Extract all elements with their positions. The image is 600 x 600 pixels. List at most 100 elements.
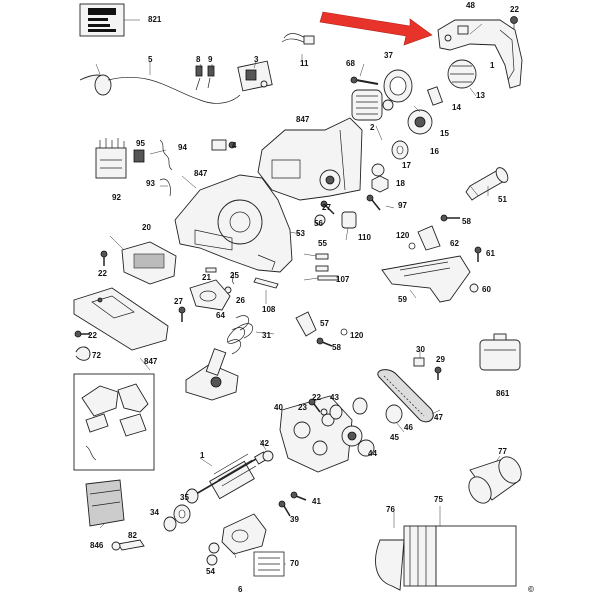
rod-icon [317, 275, 339, 281]
part-number-label: 55 [318, 239, 327, 248]
part-number-label: 20 [142, 223, 151, 232]
shoe-plate-icon [189, 279, 231, 311]
screw-icon [440, 214, 460, 222]
part-number-label: 120 [350, 331, 364, 340]
brush-set-icon [253, 551, 285, 577]
part-number-label: 75 [434, 495, 443, 504]
part-number-label: 58 [332, 343, 341, 352]
bearing-icon [185, 488, 199, 504]
part-number-label: 54 [206, 567, 215, 576]
part-number-label: 17 [402, 161, 411, 170]
part-number-label: 847 [194, 169, 208, 178]
part-number-label: 51 [498, 195, 507, 204]
gear-icon [357, 439, 375, 457]
part-number-label: 861 [496, 389, 510, 398]
washer-icon [208, 542, 220, 554]
handle-icon [437, 19, 523, 89]
part-number-label: 68 [346, 59, 355, 68]
screw-icon [434, 366, 442, 380]
part-number-label: 44 [368, 449, 377, 458]
part-number-label: 94 [178, 143, 187, 152]
bearing-icon [262, 450, 274, 462]
cable-clip-icon [281, 33, 315, 45]
part-number-label: 82 [128, 531, 137, 540]
clip-icon [75, 346, 91, 361]
screw-icon [100, 250, 108, 266]
part-number-label: 43 [330, 393, 339, 402]
part-number-label: 72 [92, 351, 101, 360]
part-number-label: 27 [174, 297, 183, 306]
spring-icon [159, 139, 173, 171]
part-number-label: 62 [450, 239, 459, 248]
wrench-icon [111, 539, 145, 551]
part-number-label: 29 [436, 355, 445, 364]
part-number-label: 61 [486, 249, 495, 258]
part-number-label: 15 [440, 129, 449, 138]
part-number-label: 47 [434, 413, 443, 422]
part-number-label: 847 [144, 357, 158, 366]
part-number-label: 27 [322, 203, 331, 212]
washer-icon [206, 554, 218, 566]
spring-icon [231, 271, 235, 285]
dust-nozzle-icon [465, 167, 509, 201]
part-number-label: 16 [430, 147, 439, 156]
part-number-label: 39 [290, 515, 299, 524]
screw-icon [290, 491, 307, 501]
screw-icon [278, 500, 291, 517]
screw-icon [308, 398, 321, 413]
part-number-label: 21 [202, 273, 211, 282]
bag-icon [85, 479, 125, 527]
part-number-label: 4 [232, 141, 237, 150]
part-number-label: 93 [146, 179, 155, 188]
part-number-label: 22 [98, 269, 107, 278]
copyright-mark: © [528, 585, 534, 594]
pin-icon [315, 253, 329, 272]
part-number-label: 8 [196, 55, 201, 64]
part-number-label: 107 [336, 275, 350, 284]
part-number-label: 847 [296, 115, 310, 124]
shoe-icon [121, 241, 177, 285]
part-number-label: 22 [88, 331, 97, 340]
screw-icon [320, 200, 335, 215]
ring-icon [173, 504, 191, 524]
power-cord-icon [79, 62, 241, 104]
pin-icon [205, 267, 217, 273]
part-number-label: 53 [296, 229, 305, 238]
part-number-label: 42 [260, 439, 269, 448]
spring-pin-icon [426, 86, 444, 106]
part-number-label: 821 [148, 15, 162, 24]
part-number-label: 30 [416, 345, 425, 354]
part-number-label: 22 [312, 393, 321, 402]
part-number-label: 9 [208, 55, 213, 64]
dust-bag-icon [375, 525, 517, 591]
depth-plate-icon [381, 255, 471, 303]
part-number-label: 18 [396, 179, 405, 188]
part-number-label: 40 [274, 403, 283, 412]
brush-holder-icon [95, 138, 127, 179]
wire-icon [159, 178, 171, 197]
spring-icon [227, 315, 253, 355]
part-number-label: 5 [148, 55, 153, 64]
main-housing-icon [174, 174, 293, 273]
screw-icon [510, 16, 518, 29]
knob-icon [469, 283, 479, 293]
part-number-label: 23 [298, 403, 307, 412]
part-number-label: 64 [216, 311, 225, 320]
inset-box [73, 373, 155, 471]
pulley-icon [329, 404, 343, 420]
part-number-label: 70 [290, 559, 299, 568]
label-sheet-icon [79, 3, 140, 37]
case-icon [479, 333, 521, 371]
bushing-icon [341, 211, 357, 229]
belt-icon [377, 369, 434, 423]
bracket-icon [417, 225, 441, 251]
cylinder-icon [468, 456, 522, 504]
bar-icon [253, 277, 279, 289]
bearing-icon [352, 397, 368, 415]
part-number-label: 6 [238, 585, 243, 594]
part-number-label: 41 [312, 497, 321, 506]
bearing-icon [371, 163, 385, 177]
armature-icon [195, 451, 269, 500]
screw-icon [178, 306, 186, 322]
